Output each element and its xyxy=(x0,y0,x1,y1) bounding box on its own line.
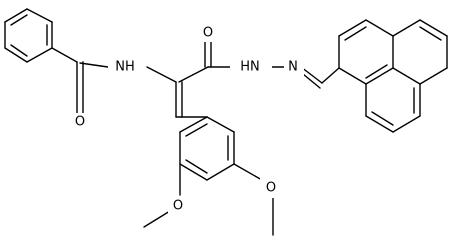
naphthalene-ring-system xyxy=(338,19,448,133)
ortho-methoxy-oxygen-label: O xyxy=(173,199,183,214)
para-methoxy-oxygen-label: O xyxy=(266,181,276,196)
amide-oxygen-label: O xyxy=(75,115,85,130)
atom-labels: NH O O HN N O O xyxy=(68,24,304,216)
dimethoxyphenyl-ring xyxy=(175,116,235,181)
benzoyl-phenyl-ring xyxy=(4,8,53,63)
methoxy-substituents xyxy=(143,163,274,236)
amide-nh-label: NH xyxy=(115,60,135,75)
hydrazide-oxygen-label: O xyxy=(203,26,213,41)
hydrazide-hn-label: HN xyxy=(240,60,260,75)
benzoyl-carbonyl xyxy=(51,47,109,114)
hydrazone-linker xyxy=(270,66,340,89)
imine-nitrogen-label: N xyxy=(288,60,298,75)
dehydroamino-acid-backbone xyxy=(146,39,231,118)
